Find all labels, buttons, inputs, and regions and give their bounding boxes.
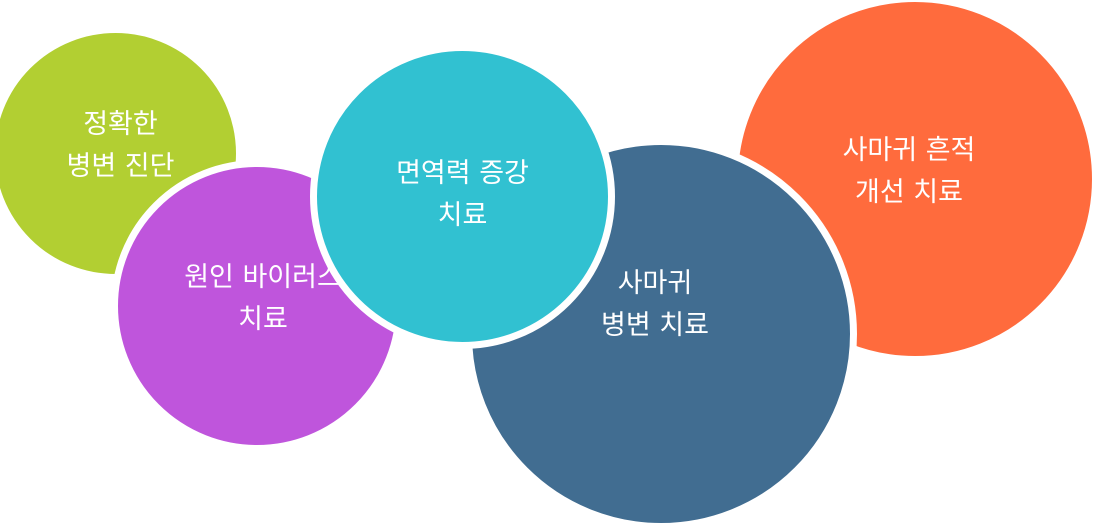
bubble-label-line: 원인 바이러스	[184, 262, 342, 293]
bubble-label-line: 면역력 증강	[396, 157, 529, 189]
bubble-label: 정확한 병변 진단	[67, 104, 175, 188]
bubble-label-line: 사마귀 흔적	[842, 135, 976, 166]
bubble-immunity-boost: 면역력 증강 치료	[310, 44, 615, 349]
bubble-label: 면역력 증강 치료	[396, 153, 529, 237]
bubble-label-line: 병변 진단	[66, 150, 175, 182]
bubble-label-line: 개선 치료	[855, 177, 963, 208]
bubble-label-line: 치료	[437, 199, 488, 231]
bubble-label-line: 사마귀	[617, 268, 693, 299]
bubble-label: 사마귀 흔적 개선 치료	[843, 130, 976, 214]
bubble-label-line: 병변 치료	[601, 310, 709, 341]
bubble-label-line: 치료	[238, 304, 288, 335]
bubble-accurate-diagnosis: 정확한 병변 진단	[0, 26, 243, 281]
bubble-label-line: 정확한	[83, 108, 158, 140]
bubble-label: 사마귀 병변 치료	[601, 263, 709, 347]
bubble-label: 원인 바이러스 치료	[184, 257, 342, 341]
